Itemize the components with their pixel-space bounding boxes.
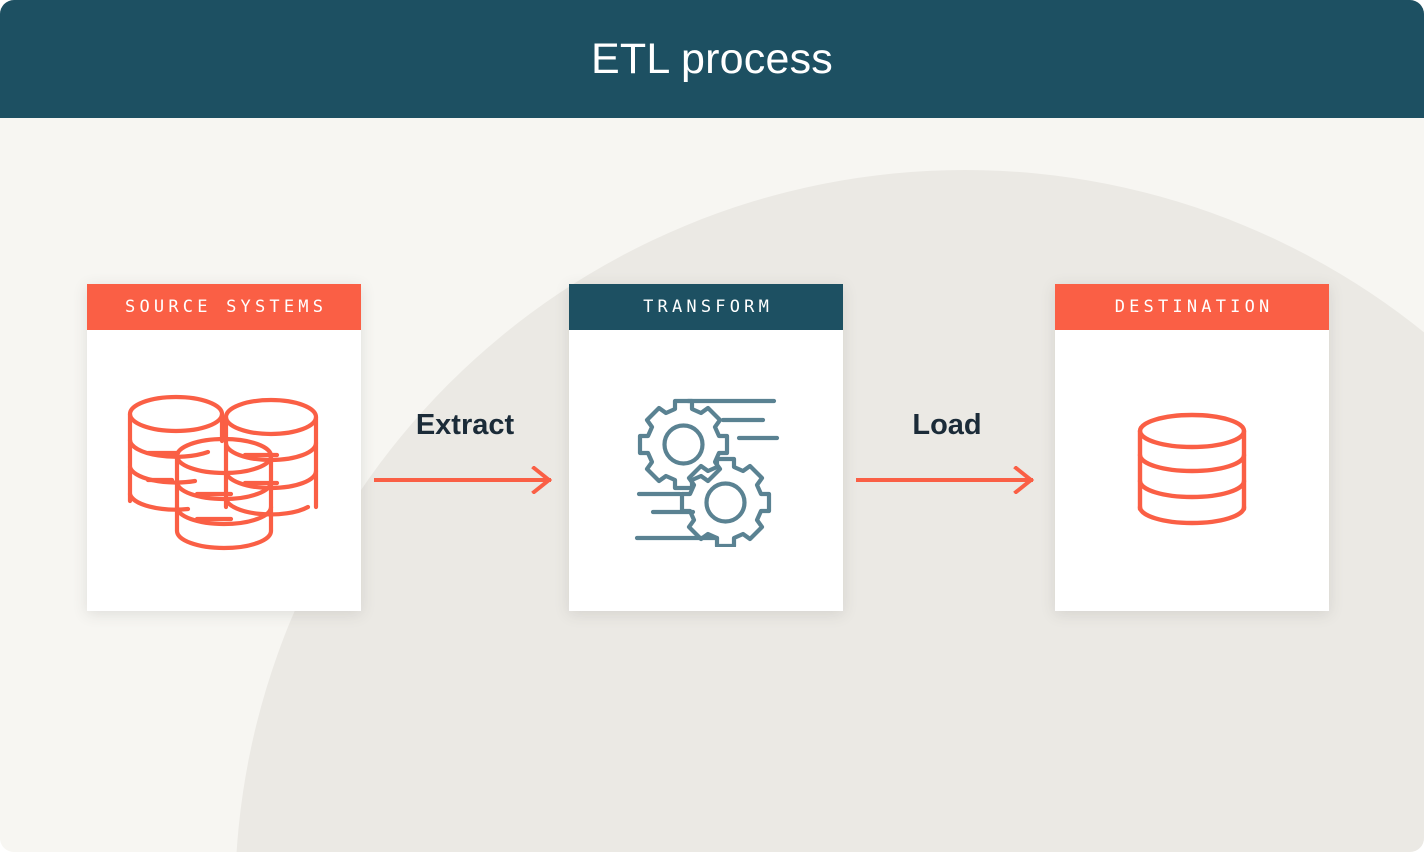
stage-body-destination — [1055, 330, 1329, 611]
stage-card-destination[interactable]: DESTINATION — [1055, 284, 1329, 611]
database-cylinder-icon — [1137, 412, 1247, 525]
stage-header-transform: TRANSFORM — [569, 284, 843, 330]
stage-header-source-systems: SOURCE SYSTEMS — [87, 284, 361, 330]
diagram-header: ETL process — [0, 0, 1424, 118]
stage-label-source-systems: SOURCE SYSTEMS — [125, 296, 328, 317]
stage-label-transform: TRANSFORM — [643, 296, 774, 317]
page-title: ETL process — [591, 34, 833, 83]
flow-container: SOURCE SYSTEMS — [0, 118, 1424, 852]
connector-label-extract: Extract — [415, 409, 515, 441]
databases-stack-icon — [127, 394, 319, 551]
stage-header-destination: DESTINATION — [1055, 284, 1329, 330]
stage-card-source-systems[interactable]: SOURCE SYSTEMS — [87, 284, 361, 611]
arrow-right-icon-extract — [374, 466, 553, 494]
stage-card-transform[interactable]: TRANSFORM — [569, 284, 843, 611]
connector-load: Load — [843, 284, 1051, 611]
stage-label-destination: DESTINATION — [1114, 296, 1274, 317]
connector-extract: Extract — [361, 284, 569, 611]
gears-icon — [634, 398, 780, 547]
stage-body-source-systems — [87, 330, 361, 611]
connector-label-load: Load — [912, 409, 982, 441]
stage-body-transform — [569, 330, 843, 611]
arrow-right-icon-load — [856, 466, 1035, 494]
